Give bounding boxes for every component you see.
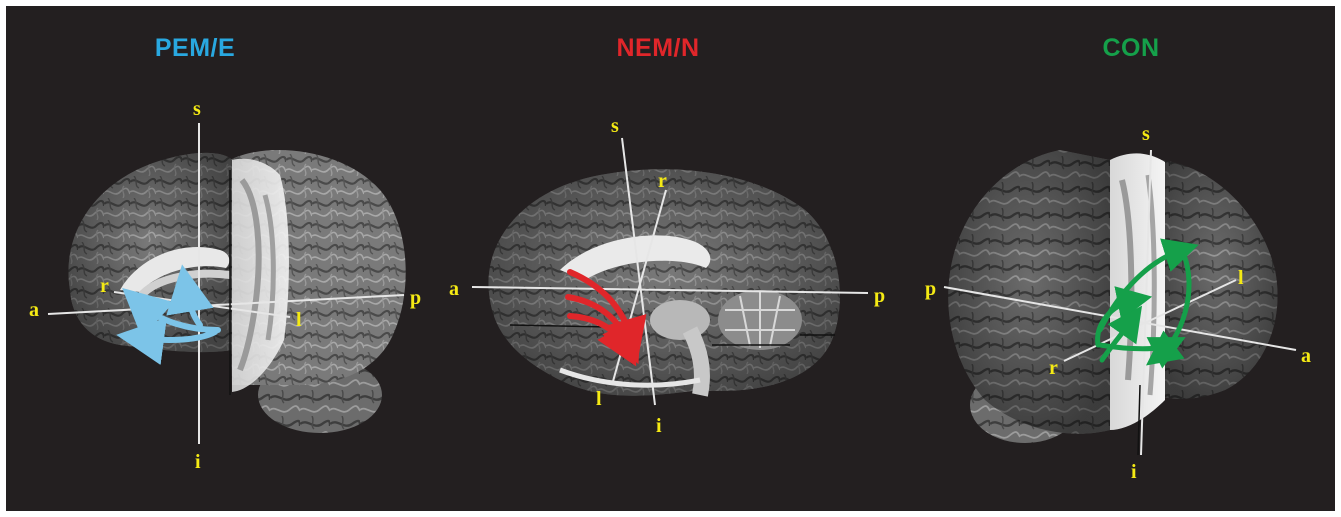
axis-label-s: s	[1142, 123, 1150, 145]
axis-label-p: p	[410, 287, 421, 309]
axis-label-s: s	[193, 98, 201, 120]
axis-label-i: i	[1131, 461, 1137, 483]
axis-label-a: a	[1301, 345, 1311, 367]
axis-label-r: r	[100, 275, 109, 297]
axis-label-i: i	[195, 451, 201, 473]
axis-label-p: p	[874, 285, 885, 307]
axis-label-a: a	[29, 299, 39, 321]
axis-label-l: l	[296, 309, 302, 331]
axis-label-r: r	[1049, 357, 1058, 379]
brain-panel-pem-e: s i a p r l	[29, 98, 421, 473]
axis-label-a: a	[449, 278, 459, 300]
thalamus	[650, 300, 710, 340]
axis-label-p: p	[925, 278, 936, 300]
axis-label-r: r	[658, 170, 667, 192]
axis-label-l: l	[596, 388, 602, 410]
axis-label-i: i	[656, 415, 662, 437]
axis-label-l: l	[1238, 267, 1244, 289]
axis-label-s: s	[611, 115, 619, 137]
brain-panel-con: s i a p r l	[925, 123, 1311, 483]
brain-panel-nem-n: s i a p r l	[449, 115, 885, 437]
